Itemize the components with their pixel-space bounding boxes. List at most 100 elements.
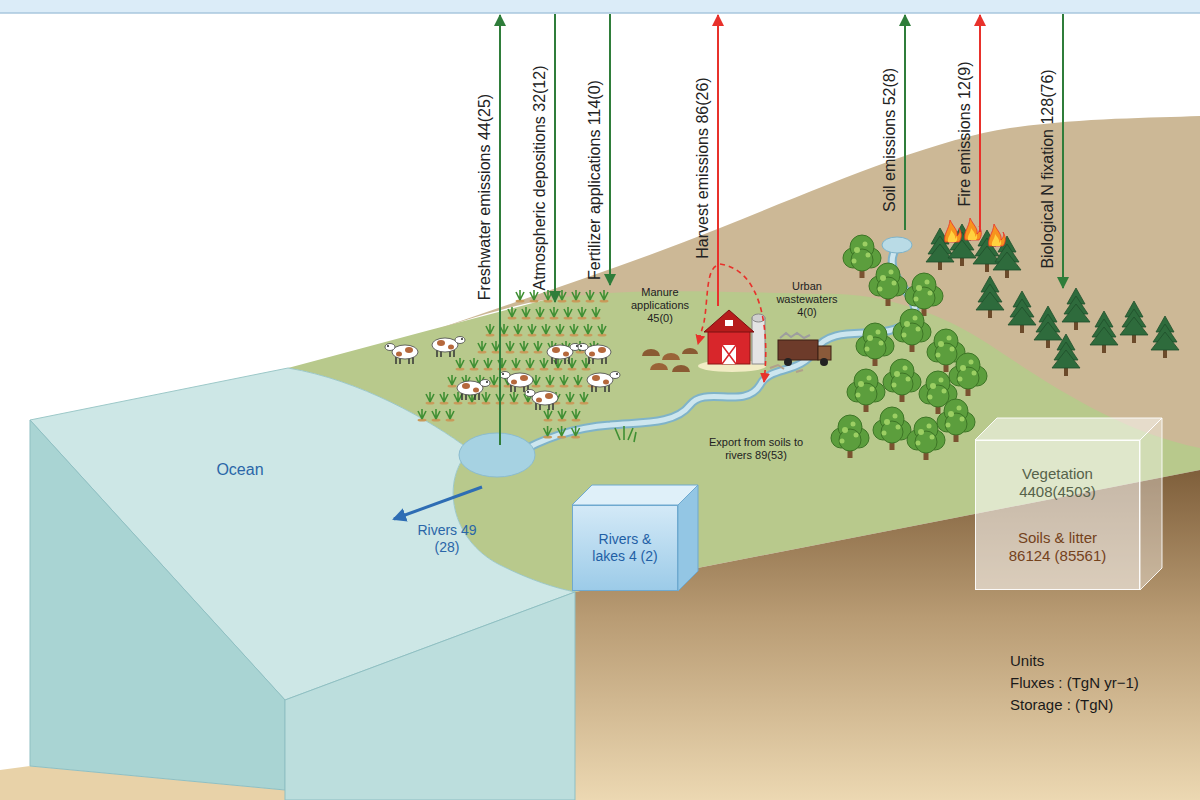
atmosphere-band [0, 12, 1200, 14]
forest [863, 242, 868, 247]
crop-field [520, 341, 528, 351]
flux-label: Rivers 49 (28) [415, 522, 479, 556]
flux-arrows [554, 14, 556, 302]
forest [884, 419, 890, 425]
cow-herd [598, 347, 606, 353]
crop-field [526, 358, 535, 371]
crop-field [454, 392, 463, 405]
crop-field [584, 324, 592, 334]
river [515, 250, 915, 455]
crop-field [540, 358, 548, 368]
crop-field [572, 409, 581, 422]
cube-faces [975, 418, 1162, 440]
crop-field [543, 426, 552, 439]
crop-field [522, 307, 531, 320]
forest [851, 249, 873, 271]
crop-field [544, 426, 552, 436]
crop-field [418, 290, 609, 439]
flux-label: Fire emissions 12(9) [955, 61, 974, 206]
cow-herd [547, 345, 573, 359]
forest [950, 347, 955, 352]
forest [946, 423, 951, 428]
forest [876, 330, 881, 335]
forest [947, 336, 952, 341]
forest [965, 218, 982, 240]
cow-herd [587, 372, 620, 393]
waste-truck [818, 346, 831, 360]
crop-field [418, 409, 426, 419]
crop-field [574, 375, 583, 388]
forest [945, 220, 962, 242]
forest [1074, 322, 1078, 330]
cow-herd [385, 337, 620, 411]
river [515, 250, 915, 455]
flux-label: Freshwater emissions 44(25) [475, 94, 494, 300]
crop-field [571, 426, 580, 439]
cow-herd [461, 338, 463, 340]
storage-box: Vegetation 4408(4503)Soils & litter 8612… [975, 440, 1140, 590]
forest [989, 224, 1006, 246]
crop-field [454, 392, 462, 402]
crop-field [530, 290, 538, 300]
storage-box: Rivers & lakes 4 (2) [572, 505, 678, 591]
crop-field [574, 375, 582, 385]
manure-piles [672, 365, 690, 372]
manure-piles [642, 348, 698, 372]
cow-herd [589, 352, 595, 357]
forest [893, 414, 898, 419]
forest [843, 235, 881, 278]
forest [992, 234, 1001, 246]
waste-truck [770, 365, 803, 372]
crop-field [456, 358, 464, 368]
crop-field [514, 324, 523, 337]
forest [1008, 307, 1036, 325]
cow-herd [552, 347, 560, 353]
forest [913, 316, 918, 321]
cow-herd [500, 372, 510, 379]
cow-herd [578, 344, 588, 351]
forest [976, 276, 1004, 318]
cow-herd [500, 372, 533, 393]
crop-field [566, 392, 575, 405]
units-note: Fluxes : (TgN yr−1) [1010, 674, 1180, 692]
forest [1090, 327, 1118, 345]
forest [867, 335, 873, 341]
forest [854, 433, 859, 438]
crop-field [554, 358, 563, 371]
flux-arrows [394, 14, 1063, 519]
forest [1120, 317, 1148, 335]
forest [928, 395, 933, 400]
crop-field [530, 290, 539, 303]
forest [1102, 345, 1106, 353]
crop-field [506, 341, 514, 351]
forest [878, 287, 883, 292]
crop-field [564, 307, 572, 317]
crop-field [556, 324, 564, 334]
forest [930, 435, 935, 440]
forest [901, 323, 923, 345]
crop-field [544, 409, 553, 422]
crop-field [528, 324, 536, 334]
crop-field [492, 341, 500, 351]
cow-herd [507, 373, 533, 387]
crop-field [484, 358, 492, 368]
crop-field [572, 409, 580, 419]
storage-label: Vegetation 4408(4503) [998, 465, 1118, 501]
forest [945, 220, 962, 242]
waste-truck [770, 333, 831, 372]
forest [1062, 304, 1090, 322]
cow-herd [455, 337, 465, 344]
forest [916, 441, 921, 446]
forest [1052, 350, 1080, 368]
forest [948, 411, 954, 417]
forest [1034, 306, 1062, 348]
forest [867, 376, 872, 381]
cube-faces [572, 485, 698, 505]
crop-field [544, 290, 552, 300]
forest [1090, 311, 1118, 353]
forest [918, 429, 924, 435]
forest [840, 439, 845, 444]
forest [894, 371, 900, 377]
cube-faces [1140, 418, 1162, 590]
